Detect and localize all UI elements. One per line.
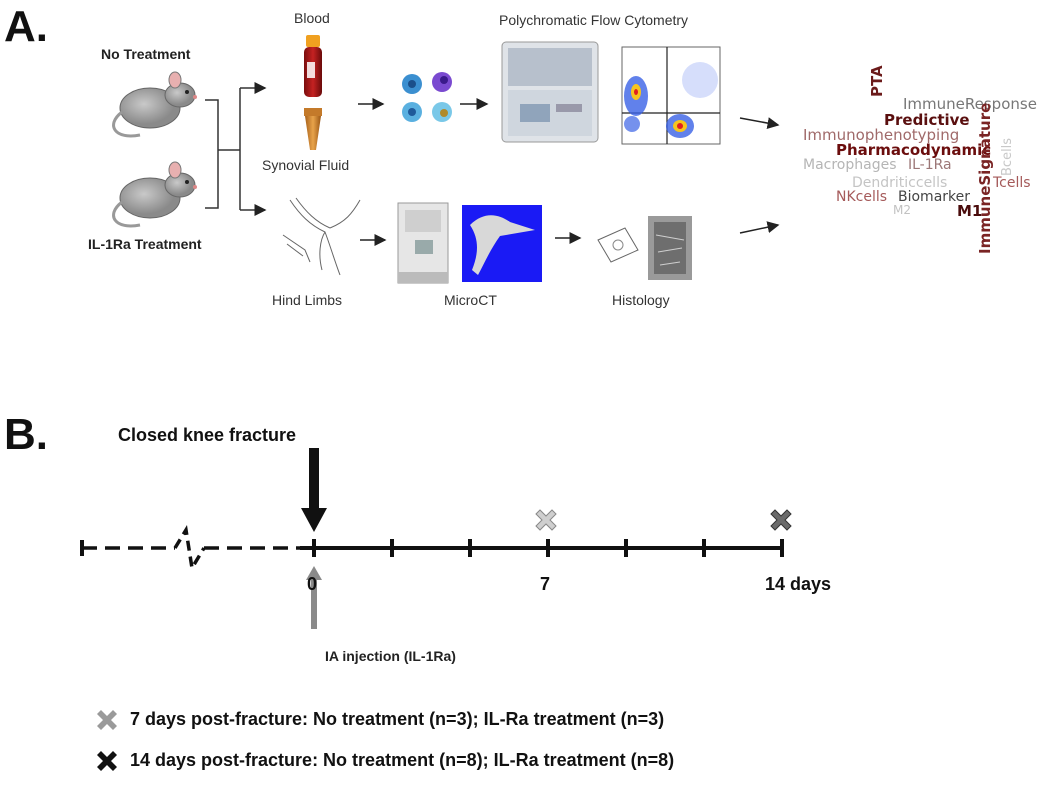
day7-marker-icon xyxy=(535,509,557,531)
legend-item-7days: 7 days post-fracture: No treatment (n=3)… xyxy=(130,709,665,729)
tick-label-7: 7 xyxy=(540,574,551,594)
tick-label-14: 14 days xyxy=(765,574,832,594)
blood-label: Blood xyxy=(294,10,330,26)
word-cloud-item: Predictive xyxy=(884,111,970,129)
arrow-cytometry-signature xyxy=(739,117,780,129)
tick-label-0: 0 xyxy=(307,574,318,594)
hind-limb-icon xyxy=(282,197,361,276)
legend-item-14days: 14 days post-fracture: No treatment (n=8… xyxy=(130,750,675,770)
histology-tissue-icon xyxy=(648,216,692,280)
word-cloud-item: Biomarker xyxy=(898,189,971,205)
no-treatment-label: No Treatment xyxy=(101,46,191,62)
word-cloud-item: Immunophenotyping xyxy=(803,126,960,144)
flow-plot-icon xyxy=(621,46,721,145)
word-cloud-item: PTA xyxy=(868,65,886,97)
word-cloud-item: Pharmacodynamic xyxy=(836,141,992,159)
fracture-arrow xyxy=(301,448,327,532)
panel-a-label: A. xyxy=(4,2,48,51)
mouse-il1ra-treatment-icon xyxy=(112,161,197,228)
il1ra-treatment-label: IL-1Ra Treatment xyxy=(88,236,202,252)
legend-black-x-icon xyxy=(97,751,117,771)
word-cloud-item: ImmuneResponse xyxy=(903,95,1037,113)
histology-label: Histology xyxy=(612,292,670,308)
word-cloud-item: Bcells xyxy=(1000,137,1015,176)
day14-marker-icon xyxy=(770,509,792,531)
injection-label: IA injection (IL-1Ra) xyxy=(325,648,456,664)
microct-label: MicroCT xyxy=(444,292,497,308)
arrow-histology-signature xyxy=(739,221,780,234)
injection-arrow xyxy=(306,566,322,629)
branch-connector xyxy=(205,82,267,216)
microct-machine-icon xyxy=(397,202,449,284)
panel-b-label: B. xyxy=(4,410,48,459)
legend-gray-x-icon xyxy=(97,710,117,730)
word-cloud-item: NKcells xyxy=(836,189,888,205)
word-cloud-item: Tcells xyxy=(993,175,1031,191)
word-cloud-item: M2 xyxy=(893,203,911,217)
word-cloud-item: Dendriticcells xyxy=(852,175,948,191)
mouse-no-treatment-icon xyxy=(112,71,197,138)
immune-cells-icon xyxy=(402,72,452,122)
timeline xyxy=(80,525,784,574)
synovial-fluid-tube-icon xyxy=(304,108,322,150)
word-cloud-item: M1 xyxy=(957,202,983,220)
fracture-label: Closed knee fracture xyxy=(118,425,297,445)
blood-tube-icon xyxy=(304,35,322,97)
flow-cytometry-label: Polychromatic Flow Cytometry xyxy=(499,12,689,28)
microct-scan-icon xyxy=(462,205,542,282)
synovial-fluid-label: Synovial Fluid xyxy=(262,157,350,173)
flow-cytometer-icon xyxy=(501,41,599,143)
word-cloud-item: ImmuneSignature xyxy=(976,102,994,254)
histology-slide-icon xyxy=(597,227,639,263)
word-cloud-item: IL-1Ra xyxy=(908,157,952,173)
hind-limbs-label: Hind Limbs xyxy=(272,292,343,308)
word-cloud-item: Macrophages xyxy=(803,157,897,173)
